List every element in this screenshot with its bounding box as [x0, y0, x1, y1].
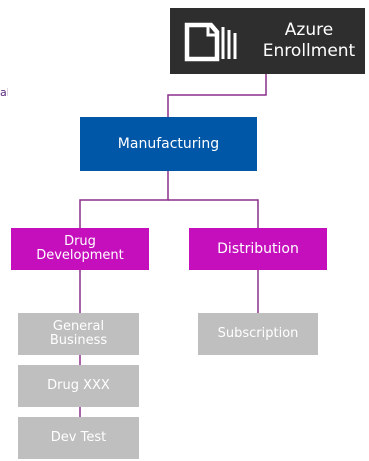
subscription-drug-xxx-node: Drug XXX — [18, 365, 139, 407]
subscription-node: Subscription — [198, 313, 318, 355]
connector-manufacturing-to-accounts — [79, 171, 169, 228]
enrollment-title-line1: Azure — [284, 20, 334, 40]
department-label: Manufacturing — [117, 135, 220, 152]
subscription-label-line2: Business — [49, 333, 108, 348]
account-drug-development-node: Drug Development — [11, 228, 149, 270]
subscription-label: Drug XXX — [47, 378, 110, 394]
enrollment-title: Azure Enrollment — [256, 20, 362, 62]
connector-manufacturing-to-distribution — [168, 199, 259, 228]
connector-enrollment-to-manufacturing — [167, 74, 267, 117]
account-label-line1: Drug — [64, 234, 96, 250]
account-label: Distribution — [217, 240, 299, 257]
truncated-edge-text: al — [0, 86, 8, 99]
department-manufacturing-node: Manufacturing — [80, 117, 257, 171]
enrollment-title-line2: Enrollment — [262, 41, 356, 61]
account-label-line2: Development — [36, 248, 124, 263]
account-distribution-node: Distribution — [189, 228, 327, 270]
subscription-label: Dev Test — [50, 430, 107, 446]
subscription-general-business-node: General Business — [18, 313, 139, 355]
subscription-label: Subscription — [217, 326, 299, 342]
subscription-label-line1: General — [52, 319, 105, 335]
document-stack-icon — [184, 22, 237, 62]
subscription-dev-test-node: Dev Test — [18, 417, 139, 459]
azure-enrollment-node: Azure Enrollment — [170, 8, 365, 74]
